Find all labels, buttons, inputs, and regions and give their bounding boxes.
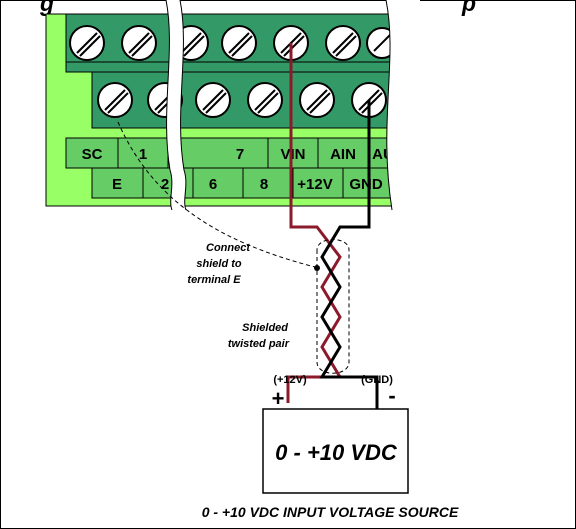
terminal-block-bottom [91,71,393,129]
terminal-label-12v: +12V [297,176,332,193]
terminal-label-e: E [112,176,122,193]
note-shielded-line1: Shielded [242,322,288,334]
note-connect-line3: terminal E [187,274,241,286]
screw-terminal [325,25,361,61]
note-shielded-line2: twisted pair [228,338,290,350]
terminal-label-ain: AIN [330,146,356,163]
board-break-edge-right [179,0,187,211]
terminal-label-7: 7 [236,146,244,163]
polarity-minus-sign: - [388,383,395,408]
screw-terminal [121,25,157,61]
note-shielded-pair: Shielded twisted pair [228,322,290,350]
board-break-edge-left [165,0,173,211]
voltage-source-label: 0 - +10 VDC [275,440,398,465]
screw-terminal [299,82,335,118]
screw-terminal [195,82,231,118]
terminal-label-sc: SC [82,146,103,163]
terminal-label-8: 8 [260,176,268,193]
board-right-break-gap [386,0,420,210]
shield-drain-wire [117,121,316,268]
diagram-caption: 0 - +10 VDC INPUT VOLTAGE SOURCE [202,504,459,520]
voltage-source-box [262,408,409,494]
screw-terminal [247,82,283,118]
polarity-plus-sign: + [272,386,285,411]
terminal-label-6: 6 [209,176,217,193]
note-connect-line1: Connect [206,242,251,254]
screw-terminal [69,25,105,61]
terminal-label-1: 1 [139,146,147,163]
terminal-label-2: 2 [161,176,169,193]
polarity-plus-label: (+12V) [273,374,307,386]
label-strip-bottom [91,167,393,199]
heading-fragment-right: p [461,0,476,16]
screw-terminal [221,25,257,61]
heading-fragment-left: g [39,0,54,16]
terminal-label-gnd: GND [349,176,383,193]
board-break-gap [166,0,186,210]
board-right-break-edge [385,0,393,211]
note-connect-line2: shield to [196,258,242,270]
terminal-board: SC 1 7 VIN AIN AUX E 2 6 8 +12V GND [45,0,420,211]
shield-sleeve-outline [316,239,350,374]
terminal-label-vin: VIN [280,146,305,163]
note-connect-shield: Connect shield to terminal E [187,242,251,286]
polarity-minus-label: (GND) [361,374,393,386]
screw-terminal [97,82,133,118]
wire-black-gnd [319,100,379,409]
